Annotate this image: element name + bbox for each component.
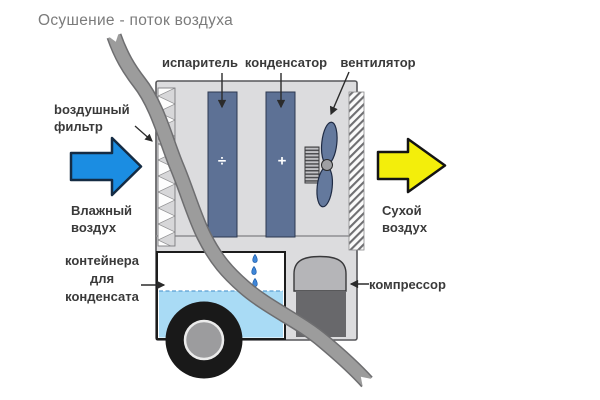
band-top-notch [104, 28, 121, 42]
fan-blades-icon [316, 121, 338, 208]
diagram-title: Осушение - поток воздуха [38, 12, 233, 29]
droplet-icon [251, 265, 257, 275]
air-filter-pointer-arrow [134, 125, 153, 142]
wheel [165, 301, 243, 379]
band-bottom-notch [360, 376, 375, 391]
fan-pointer-arrow [329, 71, 350, 116]
fan-label: вентилятор [340, 55, 416, 70]
droplet-icon [252, 253, 258, 263]
fan-motor [304, 146, 320, 184]
evaporator-cold-symbol: ÷ [217, 152, 227, 170]
condensate-container-label: контейнера для конденсата [65, 253, 139, 304]
condenser-label: конденсатор [244, 55, 328, 70]
fan-hub [321, 159, 333, 171]
compressor-label: компрессор [369, 277, 446, 292]
condenser-coil [265, 91, 296, 238]
dry-air-arrow-icon [376, 137, 447, 194]
airflow-band [104, 28, 375, 391]
air-filter-label: bоздушный фильтр [54, 102, 130, 134]
condenser-hot-symbol: + [277, 152, 287, 170]
dry-air-label: Сухой воздух [382, 203, 428, 235]
evaporator-label: испаритель [161, 55, 239, 70]
wet-air-label: Влажный воздух [71, 203, 133, 235]
wet-air-arrow-icon [69, 136, 143, 197]
vent-grille [348, 91, 365, 251]
